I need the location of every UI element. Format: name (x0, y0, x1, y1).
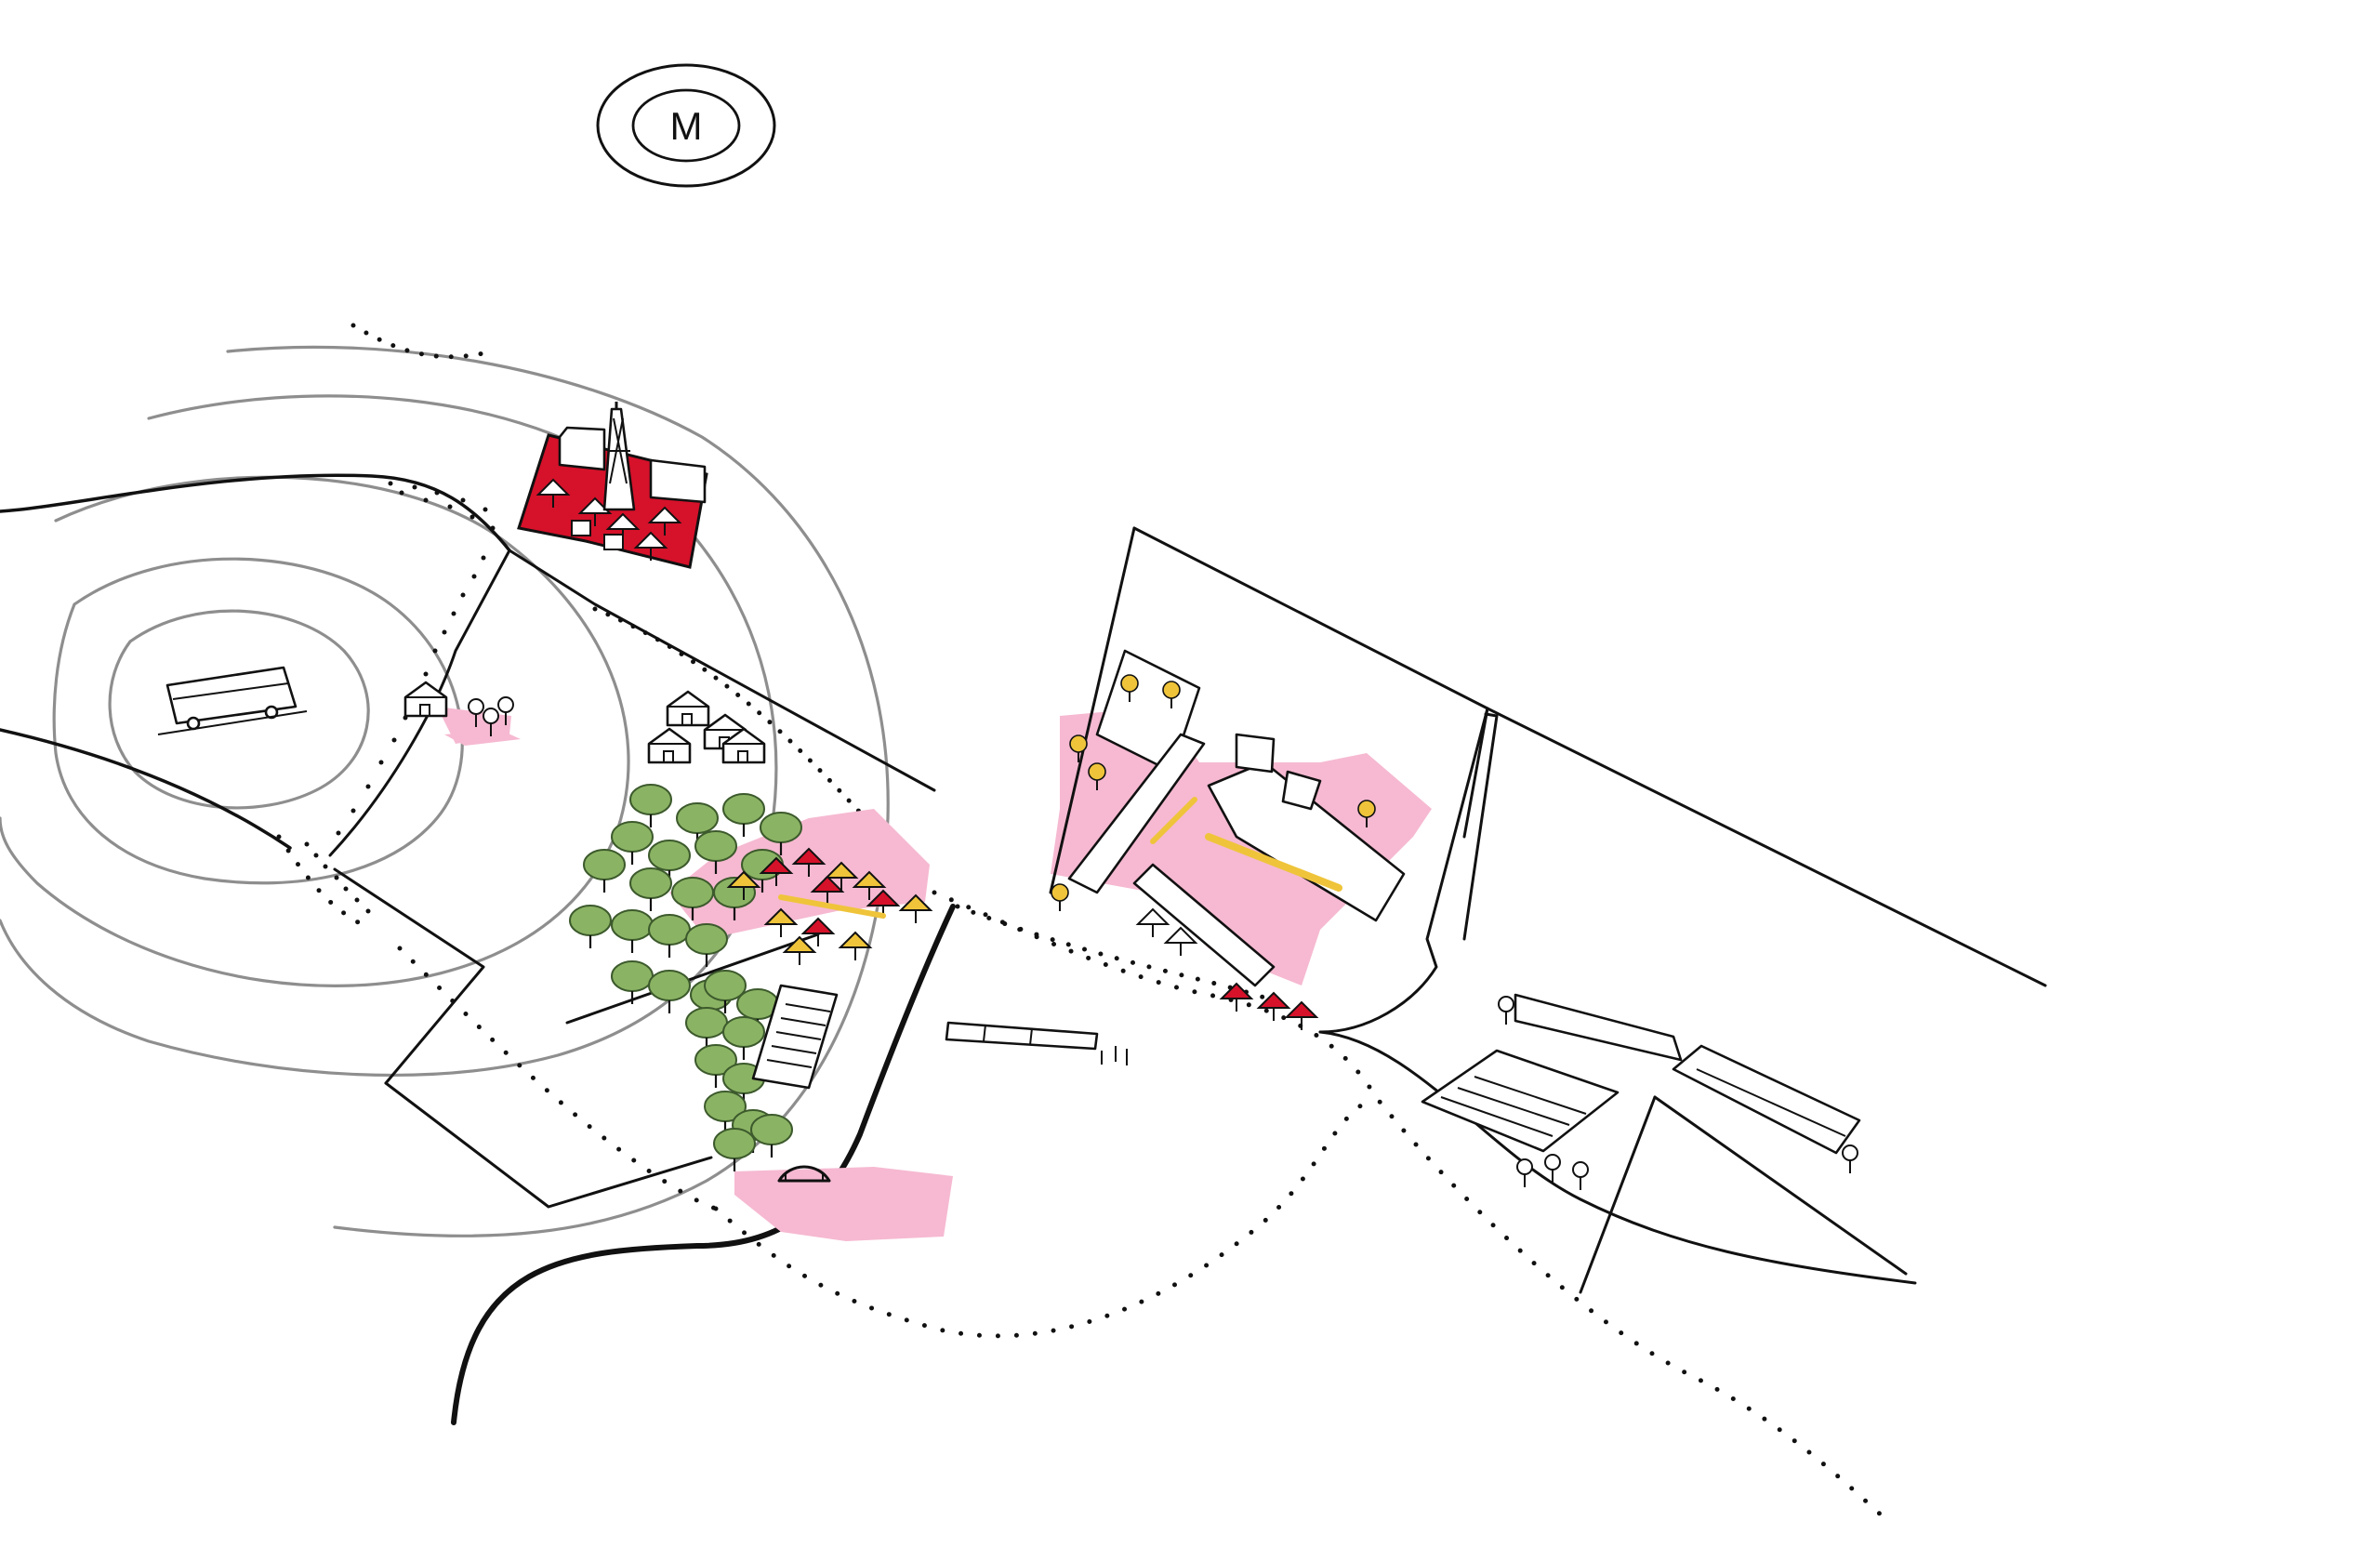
long-building-center (945, 1021, 1128, 1065)
dotted-paths (276, 323, 1895, 1528)
road-lines (0, 473, 956, 1425)
striped-hall (751, 984, 839, 1090)
topographic-contours (0, 345, 890, 1237)
stipple-texture (304, 481, 496, 914)
north-letter: M (670, 104, 703, 148)
tower-icon (602, 402, 636, 511)
bridge-icon (777, 1165, 831, 1183)
bus-icon (157, 666, 308, 735)
campus-block-outline (1049, 526, 2047, 1285)
campus-buildings (1051, 649, 1406, 1031)
east-parcel (1421, 712, 1908, 1294)
small-chapel (403, 681, 521, 746)
yellow-bench (778, 894, 886, 919)
north-marker-icon: M (596, 63, 776, 188)
